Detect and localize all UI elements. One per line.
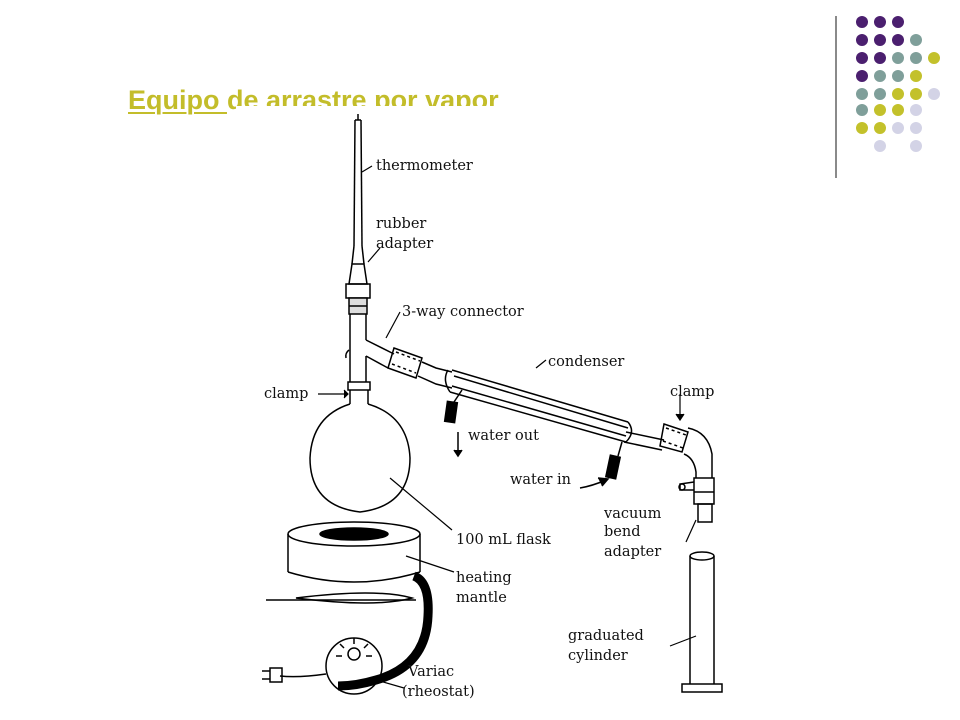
label-vacuum-bend-adapter-line1: vacuum [603,506,662,522]
label-rubber-adapter-line2: adapter [376,236,433,252]
label-variac-line1: Variac [407,664,454,680]
thermometer-drawing [351,114,365,265]
three-way-connector-drawing [345,314,395,391]
round-bottom-flask-drawing [309,390,411,513]
label-rubber-adapter-line1: rubber [376,216,426,232]
steam-distillation-diagram: thermometer rubber adapter 3-way connect… [236,106,746,702]
label-vacuum-bend-adapter-line3: adapter [604,544,661,560]
dot-row-7 [856,122,922,134]
label-three-way-connector: 3-way connector [402,304,524,320]
connector-joint-drawing [387,347,423,379]
condenser-drawing [417,361,665,451]
decorative-vertical-rule [835,16,837,178]
dot-row-3 [856,52,940,64]
title-part-1: Equipo [128,85,227,115]
label-variac-line2: (rheostat) [402,684,475,700]
dot-row-8 [874,140,922,152]
label-clamp-left: clamp [264,386,308,402]
label-graduated-cylinder-line2: cylinder [568,648,628,664]
label-condenser: condenser [548,354,624,370]
decorative-dot-grid [856,16,940,152]
graduated-cylinder-drawing [681,551,723,693]
label-flask: 100 mL flask [456,532,551,548]
water-in-hose-drawing [579,441,623,489]
vacuum-bend-adapter-drawing [659,423,715,523]
rubber-adapter-drawing [345,263,371,315]
dot-row-2 [856,34,922,46]
heating-mantle-drawing [266,521,433,691]
dot-row-6 [856,104,922,116]
variac-drawing [262,637,383,695]
label-heating-mantle-line2: mantle [456,590,507,606]
dot-row-5 [856,88,940,100]
label-vacuum-bend-adapter-line2: bend [604,524,640,540]
label-water-in: water in [510,472,571,488]
water-out-hose-drawing [443,389,463,458]
label-clamp-right: clamp [670,384,714,400]
leader-lines [318,165,697,689]
label-graduated-cylinder-line1: graduated [568,628,644,644]
label-water-out: water out [468,428,539,444]
dot-row-4 [856,70,922,82]
dot-row-1 [856,16,904,28]
label-thermometer: thermometer [376,158,473,174]
label-heating-mantle-line1: heating [456,570,512,586]
